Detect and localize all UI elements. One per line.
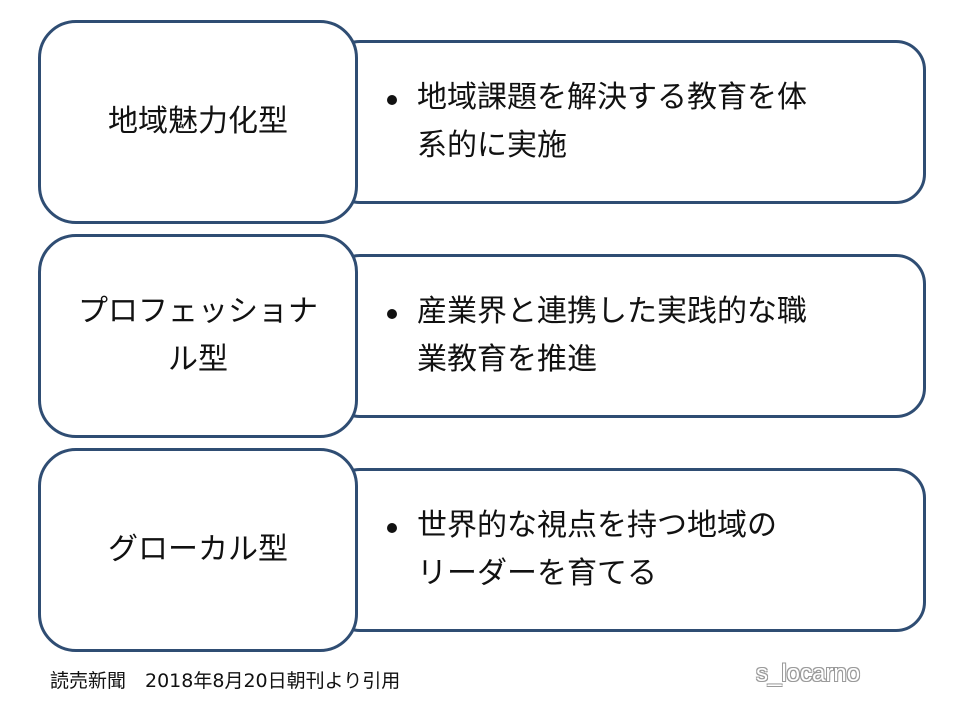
watermark: s_locarno xyxy=(756,660,861,687)
type-label-line: ル型 xyxy=(168,342,228,377)
type-label-box: 地域魅力化型 xyxy=(38,20,358,224)
description-line: 業教育を推進 xyxy=(417,342,597,377)
type-label-box: グローカル型 xyxy=(38,448,358,652)
type-label: グローカル型 xyxy=(108,526,288,574)
type-label-line: 地域魅力化型 xyxy=(108,104,288,139)
description-box xyxy=(330,40,926,204)
type-label: 地域魅力化型 xyxy=(108,98,288,146)
description-text: 世界的な視点を持つ地域の リーダーを育てる xyxy=(417,502,897,598)
source-citation: 読売新聞 2018年8月20日朝刊より引用 xyxy=(50,670,401,692)
type-label: プロフェッショナ ル型 xyxy=(78,288,318,384)
description-line: 地域課題を解決する教育を体 xyxy=(417,80,807,115)
description-box xyxy=(330,468,926,632)
type-label-box: プロフェッショナ ル型 xyxy=(38,234,358,438)
type-label-line: プロフェッショナ xyxy=(78,294,318,329)
bullet-icon xyxy=(387,309,397,319)
bullet-icon xyxy=(387,523,397,533)
description-text: 産業界と連携した実践的な職 業教育を推進 xyxy=(417,288,897,384)
description-line: 産業界と連携した実践的な職 xyxy=(417,294,807,329)
description-text: 地域課題を解決する教育を体 系的に実施 xyxy=(417,74,897,170)
bullet-icon xyxy=(387,95,397,105)
description-line: 世界的な視点を持つ地域の xyxy=(417,508,777,543)
description-box xyxy=(330,254,926,418)
description-line: リーダーを育てる xyxy=(417,556,657,591)
type-label-line: グローカル型 xyxy=(108,532,288,567)
description-line: 系的に実施 xyxy=(417,128,567,163)
